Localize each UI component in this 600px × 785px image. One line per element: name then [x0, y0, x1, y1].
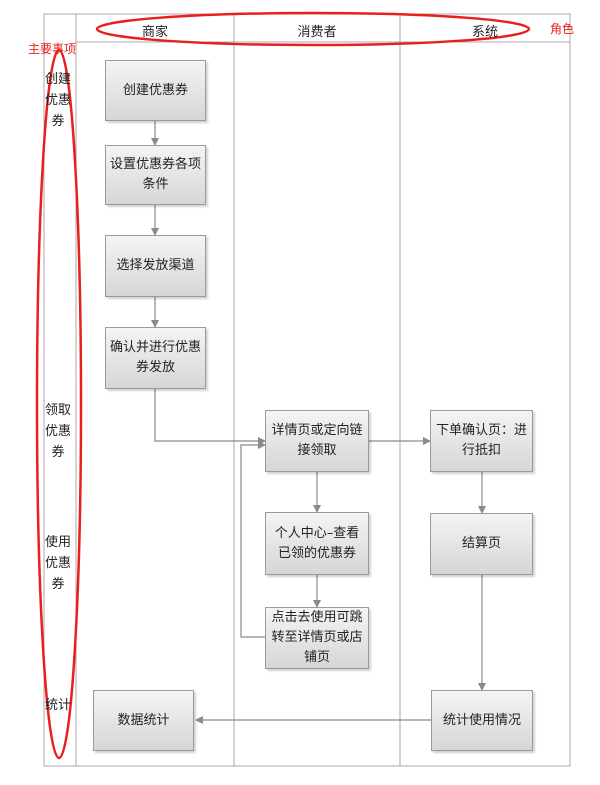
role-annotation-oval — [95, 11, 531, 47]
box-click-to-use: 点击去使用可跳转至详情页或店铺页 — [265, 607, 369, 669]
box-usage-stats: 统计使用情况 — [431, 690, 533, 751]
row-label-create: 创建优惠券 — [44, 72, 71, 129]
row-label-use: 使用优惠券 — [44, 535, 71, 592]
box-confirm-issue: 确认并进行优惠券发放 — [105, 327, 206, 389]
row-label-claim: 领取优惠券 — [44, 403, 71, 460]
box-select-channel: 选择发放渠道 — [105, 235, 206, 297]
column-header-consumer: 消费者 — [297, 25, 337, 40]
box-create-coupon: 创建优惠券 — [105, 60, 206, 121]
arrow-confirm-to-detail — [154, 389, 266, 445]
column-header-merchant: 商家 — [141, 25, 168, 40]
arrow-click-loop-back — [240, 441, 266, 638]
main-items-annotation-oval — [35, 48, 83, 760]
box-detail-page-claim: 详情页或定向链接领取 — [265, 410, 369, 472]
annotation-role: 角色 — [550, 22, 575, 36]
column-header-system: 系统 — [471, 25, 498, 40]
box-set-conditions: 设置优惠券各项条件 — [105, 145, 206, 205]
box-personal-center: 个人中心–查看已领的优惠券 — [265, 512, 369, 575]
row-label-stats: 统计 — [44, 698, 71, 713]
annotation-main-items: 主要事项 — [28, 42, 77, 56]
box-data-stats: 数据统计 — [93, 690, 194, 751]
box-checkout: 结算页 — [430, 513, 533, 575]
box-order-confirm: 下单确认页：进行抵扣 — [430, 410, 533, 472]
